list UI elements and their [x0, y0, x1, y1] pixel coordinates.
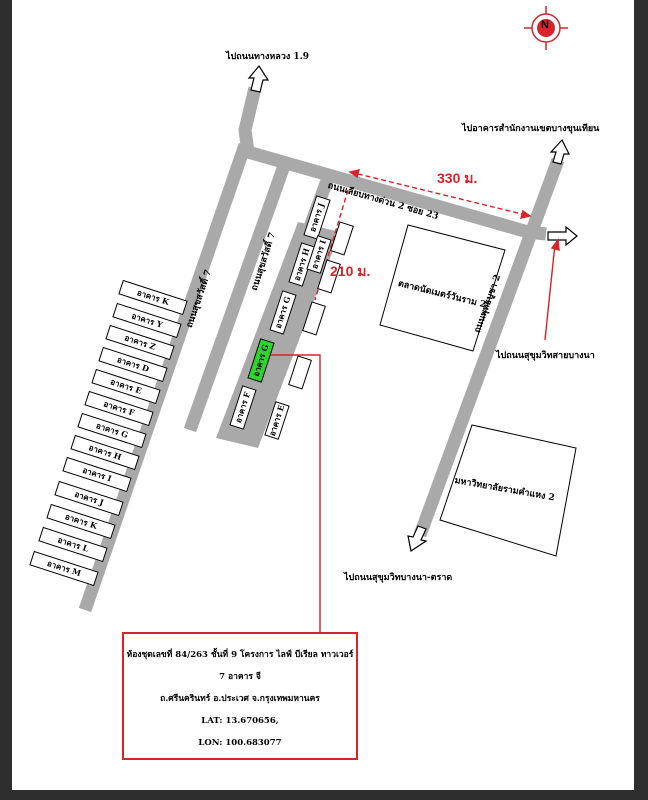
pointer-east-arrowhead-icon	[550, 238, 560, 251]
compass-letter: N	[541, 19, 549, 31]
distance-line-horizontal	[349, 171, 531, 217]
distance-markers	[262, 169, 560, 632]
plot-2	[317, 259, 341, 294]
info-line-2: ถ.ศรีนครินทร์ อ.ประเวศ จ.กรุงเทพมหานคร	[160, 694, 320, 704]
arrow-south-icon	[407, 525, 428, 552]
distance-330: 330 ม.	[437, 170, 478, 186]
school-outline	[439, 424, 577, 557]
plot-rectangles	[288, 221, 354, 390]
destination-north: ไปถนนทางหลวง 1.9	[226, 52, 310, 62]
destination-east: ไปถนนสุขุมวิทสายบางนา	[496, 351, 595, 361]
arrow-north-icon	[247, 64, 270, 93]
arrowhead-left-icon	[348, 169, 360, 179]
market-outline	[379, 224, 506, 352]
plot-3	[302, 301, 326, 336]
destination-south: ไปถนนสุขุมวิทบางนา-ตราด	[344, 573, 453, 583]
pointer-east	[544, 243, 556, 341]
pointer-to-info	[262, 354, 321, 632]
compass-icon	[524, 6, 568, 50]
plot-4	[288, 355, 312, 390]
road-arrows	[247, 64, 578, 552]
arrowhead-right-icon	[520, 209, 532, 219]
arrow-northeast-icon	[549, 138, 570, 165]
plot-1	[330, 221, 354, 256]
east-road	[413, 157, 565, 538]
arrow-east-icon	[547, 225, 578, 247]
location-info-box: ห้องชุดเลขที่ 84/263 ชั้นที่ 9 โครงการ ไ…	[122, 632, 358, 760]
info-line-1: ห้องชุดเลขที่ 84/263 ชั้นที่ 9 โครงการ ไ…	[126, 650, 354, 682]
middle-road	[183, 160, 292, 433]
info-latitude: LAT: 13.670656,	[201, 716, 279, 726]
distance-line-vertical	[314, 189, 349, 301]
distance-210: 210 ม.	[330, 263, 371, 279]
place-outlines	[379, 224, 577, 557]
destination-northeast: ไปอาคารสำนักงานเขตบางขุนเทียน	[462, 124, 600, 134]
info-longitude: LON: 100.683077	[198, 738, 282, 748]
